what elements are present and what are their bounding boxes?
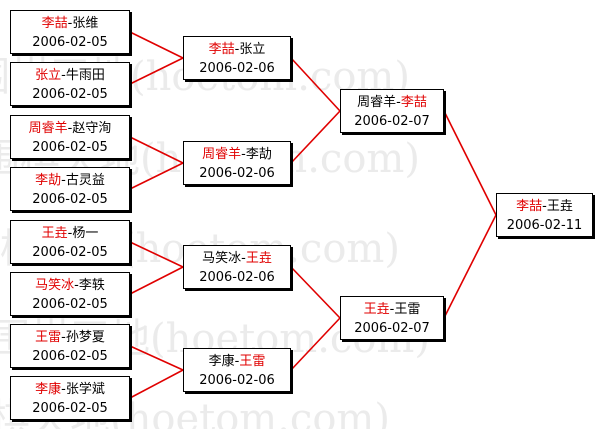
match-box: 马笑冰-李轶 2006-02-05 xyxy=(10,272,130,316)
match-players: 李劼-古灵益 xyxy=(11,168,129,190)
winner-name: 李喆 xyxy=(208,42,235,57)
match-date: 2006-02-05 xyxy=(32,140,108,155)
opponent-name: -孙梦夏 xyxy=(61,330,105,345)
match-date: 2006-02-07 xyxy=(354,321,430,336)
match-players: 周睿羊-李劼 xyxy=(184,142,290,164)
winner-name: 李喆 xyxy=(516,199,543,214)
opponent-name: -古灵益 xyxy=(61,173,105,188)
match-box: 周睿羊-李喆 2006-02-07 xyxy=(340,89,444,133)
match-date: 2006-02-05 xyxy=(32,349,108,364)
match-date: 2006-02-05 xyxy=(32,35,108,50)
match-date: 2006-02-05 xyxy=(32,87,108,102)
match-date: 2006-02-05 xyxy=(32,297,108,312)
opponent-name: -张立 xyxy=(234,42,266,57)
opponent-name: -李轶 xyxy=(74,278,105,293)
match-box: 李喆-张维 2006-02-05 xyxy=(10,10,130,54)
match-date: 2006-02-06 xyxy=(199,61,275,76)
opponent-name: 马笑冰- xyxy=(202,251,246,266)
opponent-name: 周睿羊- xyxy=(357,95,401,110)
match-players: 张立-牛雨田 xyxy=(11,63,129,85)
match-players: 李喆-张立 xyxy=(184,37,290,59)
winner-name: 周睿羊 xyxy=(202,147,242,162)
match-box: 张立-牛雨田 2006-02-05 xyxy=(10,62,130,106)
bracket-connector xyxy=(443,110,497,216)
bracket-connector xyxy=(129,241,184,268)
bracket-connector xyxy=(129,266,184,295)
match-box: 李喆-张立 2006-02-06 xyxy=(183,36,291,80)
match-date: 2006-02-06 xyxy=(199,270,275,285)
match-players: 王垚-杨一 xyxy=(11,221,129,243)
bracket-connector xyxy=(129,369,184,399)
match-box: 李劼-古灵益 2006-02-05 xyxy=(10,167,130,211)
match-box: 李康-张学斌 2006-02-05 xyxy=(10,376,130,420)
match-players: 李喆-王垚 xyxy=(497,194,592,216)
winner-name: 王垚 xyxy=(363,302,390,317)
match-date: 2006-02-07 xyxy=(354,114,430,129)
winner-name: 李康 xyxy=(35,382,62,397)
bracket-connector xyxy=(129,162,184,190)
winner-name: 周睿羊 xyxy=(28,121,68,136)
match-date: 2006-02-06 xyxy=(199,373,275,388)
winner-name: 张立 xyxy=(35,68,62,83)
opponent-name: -张学斌 xyxy=(61,382,105,397)
match-date: 2006-02-06 xyxy=(199,166,275,181)
match-box: 周睿羊-赵守洵 2006-02-05 xyxy=(10,115,130,159)
match-players: 李康-张学斌 xyxy=(11,377,129,399)
bracket-connector xyxy=(443,214,497,319)
opponent-name: -李劼 xyxy=(241,147,272,162)
match-players: 周睿羊-赵守洵 xyxy=(11,116,129,138)
opponent-name: -杨一 xyxy=(67,226,99,241)
match-box: 王垚-杨一 2006-02-05 xyxy=(10,220,130,264)
match-date: 2006-02-05 xyxy=(32,401,108,416)
bracket-connector xyxy=(129,31,184,59)
winner-name: 王雷 xyxy=(239,354,266,369)
winner-name: 李喆 xyxy=(400,95,427,110)
match-box: 周睿羊-李劼 2006-02-06 xyxy=(183,141,291,185)
bracket-connector xyxy=(290,317,341,371)
opponent-name: -牛雨田 xyxy=(61,68,105,83)
match-box: 马笑冰-王垚 2006-02-06 xyxy=(183,245,291,289)
bracket-connector xyxy=(129,345,184,371)
winner-name: 王雷 xyxy=(35,330,62,345)
bracket-connector xyxy=(290,266,341,319)
bracket-connector xyxy=(129,136,184,164)
opponent-name: 李康- xyxy=(208,354,240,369)
match-players: 马笑冰-李轶 xyxy=(11,273,129,295)
match-players: 李康-王雷 xyxy=(184,349,290,371)
match-box: 李康-王雷 2006-02-06 xyxy=(183,348,291,392)
opponent-name: -王垚 xyxy=(542,199,573,214)
winner-name: 王垚 xyxy=(245,251,272,266)
winner-name: 马笑冰 xyxy=(35,278,75,293)
opponent-name: -王雷 xyxy=(389,302,421,317)
match-players: 周睿羊-李喆 xyxy=(341,90,443,112)
match-box: 李喆-王垚 2006-02-11 xyxy=(496,193,593,237)
winner-name: 李喆 xyxy=(41,16,68,31)
match-date: 2006-02-05 xyxy=(32,192,108,207)
bracket-connector xyxy=(290,110,341,164)
match-date: 2006-02-11 xyxy=(506,218,583,233)
match-players: 李喆-张维 xyxy=(11,11,129,33)
winner-name: 李劼 xyxy=(35,173,62,188)
match-players: 王雷-孙梦夏 xyxy=(11,325,129,347)
bracket-connector xyxy=(290,57,341,112)
opponent-name: -赵守洵 xyxy=(67,121,112,136)
match-players: 马笑冰-王垚 xyxy=(184,246,290,268)
bracket-connector xyxy=(129,57,184,85)
match-date: 2006-02-05 xyxy=(32,245,108,260)
match-box: 王雷-孙梦夏 2006-02-05 xyxy=(10,324,130,368)
winner-name: 王垚 xyxy=(41,226,68,241)
match-players: 王垚-王雷 xyxy=(341,297,443,319)
match-box: 王垚-王雷 2006-02-07 xyxy=(340,296,444,340)
opponent-name: -张维 xyxy=(67,16,99,31)
